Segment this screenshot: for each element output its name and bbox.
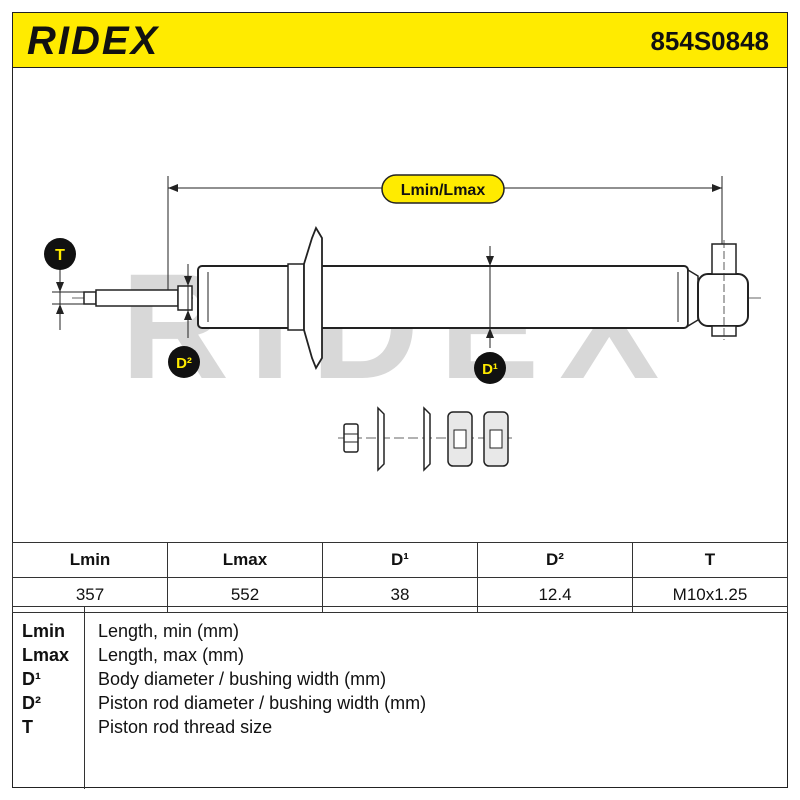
rod-diameter-label: D² — [176, 355, 192, 372]
washer-icon — [377, 406, 385, 472]
piston-rod — [95, 289, 179, 307]
brand-logo: RIDEX — [27, 19, 160, 63]
length-label: Lmin/Lmax — [401, 182, 486, 199]
legend-item: Lmin Length, min (mm) — [12, 619, 788, 643]
nut-icon — [343, 423, 359, 453]
legend-key: Lmax — [22, 645, 70, 665]
spec-value-lmin: 357 — [12, 577, 168, 613]
legend: Lmin Length, min (mm) Lmax Length, max (… — [12, 606, 788, 789]
spec-table: Lmin Lmax D¹ D² T 357 552 38 12.4 M10x1.… — [12, 542, 788, 613]
body-diameter-label: D¹ — [482, 361, 498, 378]
thread-label: T — [55, 247, 65, 264]
washer-icon-2 — [423, 406, 431, 472]
spec-header-lmin: Lmin — [12, 542, 168, 578]
mounting-hardware — [338, 406, 512, 472]
legend-desc: Length, min (mm) — [98, 621, 240, 641]
spec-value-lmax: 552 — [167, 577, 323, 613]
header-bar: RIDEX 854S0848 — [12, 12, 788, 68]
eye-mount — [697, 273, 749, 327]
body-diameter-badge — [474, 352, 506, 384]
spring-seat — [303, 225, 323, 371]
legend-key: T — [22, 717, 33, 737]
shock-absorber-drawing: RIDEX Lmin/Lmax D¹ — [44, 174, 762, 472]
thread-badge — [44, 238, 76, 270]
spec-value-d2: 12.4 — [477, 577, 633, 613]
legend-item: D¹ Body diameter / bushing width (mm) — [12, 667, 788, 691]
rod-thread — [83, 291, 97, 305]
spec-header-lmax: Lmax — [167, 542, 323, 578]
legend-desc: Body diameter / bushing width (mm) — [98, 669, 387, 689]
rod-diameter-badge — [168, 346, 200, 378]
technical-drawing: RIDEX Lmin/Lmax D¹ — [12, 68, 788, 540]
spec-header-d2: D² — [477, 542, 633, 578]
spec-value-t: M10x1.25 — [632, 577, 788, 613]
legend-key: Lmin — [22, 621, 65, 641]
legend-desc: Piston rod thread size — [98, 717, 273, 737]
legend-desc: Piston rod diameter / bushing width (mm) — [98, 693, 427, 713]
spec-header-row: Lmin Lmax D¹ D² T — [12, 542, 788, 578]
legend-key: D¹ — [22, 669, 41, 689]
length-label-badge — [381, 174, 505, 204]
legend-key: D² — [22, 693, 41, 713]
legend-item: Lmax Length, max (mm) — [12, 643, 788, 667]
spec-value-d1: 38 — [322, 577, 478, 613]
spec-header-t: T — [632, 542, 788, 578]
part-number: 854S0848 — [650, 26, 769, 56]
spec-header-d1: D¹ — [322, 542, 478, 578]
spec-value-row: 357 552 38 12.4 M10x1.25 — [12, 577, 788, 613]
legend-desc: Length, max (mm) — [98, 645, 245, 665]
damper-body — [197, 265, 689, 329]
legend-divider — [84, 607, 85, 789]
legend-item: D² Piston rod diameter / bushing width (… — [12, 691, 788, 715]
legend-item: T Piston rod thread size — [12, 715, 788, 739]
